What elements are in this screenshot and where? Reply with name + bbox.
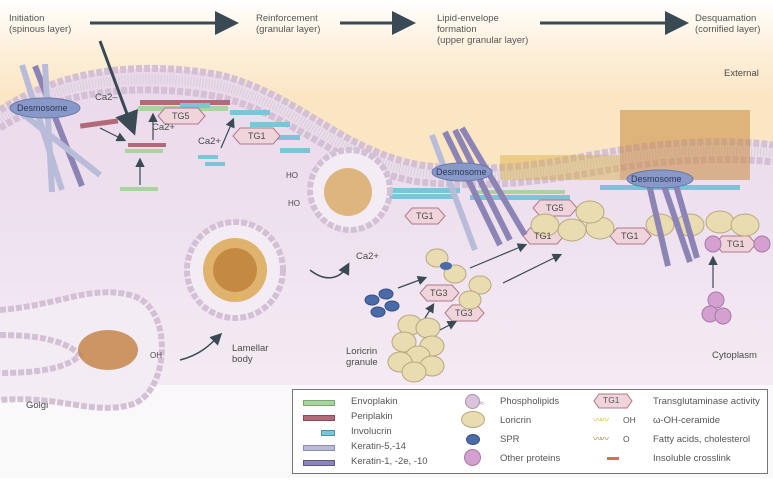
lipid-envelope (620, 110, 750, 180)
desmosome-label-3: Desmosome (631, 174, 682, 184)
plasma-membrane-outer (0, 64, 773, 172)
calcium-label-2: Ca2+ (152, 122, 175, 133)
legend-envoplakin: Envoplakin (351, 396, 398, 407)
tg3-enzyme-1 (419, 284, 460, 302)
cytoplasm-label: Cytoplasm (712, 350, 757, 361)
external-label: External (724, 68, 759, 79)
periplakin-swatch (303, 415, 335, 421)
legend-spr: SPR (500, 434, 520, 445)
initiation-arrow (98, 40, 138, 136)
legend-phospholipids: Phospholipids (500, 396, 560, 407)
fatty-acid-zigzag-icon: 〰〰 (593, 434, 609, 444)
stage-label-desquamation: Desquamation (cornified layer) (695, 13, 761, 35)
ceramide-zigzag-icon: 〰〰 (593, 415, 609, 425)
tg5-enzyme-1 (157, 107, 206, 125)
stage-label-initiation: Initiation (spinous layer) (9, 13, 72, 35)
other-proteins (701, 235, 771, 325)
calcium-label-3: Ca2+ (198, 136, 221, 147)
ho-label-2: HO (288, 199, 300, 208)
other-protein-icon (464, 449, 481, 466)
tg1-label-3: TG1 (534, 231, 552, 241)
crosslink-icon (607, 457, 619, 460)
legend-involucrin: Involucrin (351, 426, 392, 437)
tg1-legend-symbol: TG1 (603, 395, 620, 405)
calcium-label-4: Ca2+ (356, 251, 379, 262)
loricrin-granule (387, 314, 445, 383)
stage-label-reinforcement: Reinforcement (granular layer) (256, 13, 321, 35)
keratin-1-2e-10-swatch (303, 460, 335, 466)
tg1-label-4: TG1 (621, 231, 639, 241)
involucrin-swatch (321, 430, 335, 436)
tg5-enzyme-2 (532, 199, 578, 217)
legend-other-proteins: Other proteins (500, 453, 561, 464)
desmosome-label-2: Desmosome (436, 167, 487, 177)
legend-ceramide: ω-OH-ceramide (653, 415, 721, 426)
ho-label-1: HO (286, 171, 298, 180)
loricrin-granule-label: Loricrin granule (346, 346, 378, 368)
legend-periplakin: Periplakin (351, 411, 393, 422)
lamellar-body-label: Lamellar body (232, 343, 269, 365)
keratin-bundle-right (645, 179, 700, 267)
golgi-label: Golgi (26, 400, 49, 411)
desmosome-2 (431, 162, 493, 182)
oh-legend-symbol: OH (623, 415, 636, 425)
keratin-bundle-left (16, 63, 102, 193)
tg1-enzyme-2 (404, 207, 446, 225)
calcium-label-1: Ca2– (95, 92, 118, 103)
cytoplasm-region (0, 68, 773, 478)
tg1-label-5: TG1 (727, 239, 745, 249)
envoplakin-swatch (303, 400, 335, 406)
tg5-label-2: TG5 (546, 203, 564, 213)
transglutaminase-icon (593, 393, 633, 409)
legend-keratin-5-14: Keratin-5,-14 (351, 441, 406, 452)
stage-label-lipid-envelope: Lipid-envelope formation (upper granular… (437, 13, 529, 46)
spr-icon (466, 434, 480, 445)
oh-label-1: OH (150, 351, 162, 360)
legend-transglutaminase: Transglutaminase activity (653, 396, 760, 407)
loricrin-icon (461, 411, 485, 428)
desmosome-3 (626, 169, 694, 189)
legend-crosslink: Insoluble crosslink (653, 453, 731, 464)
tg3-label-2: TG3 (455, 308, 473, 318)
lipid-tail-icon: ≈ (479, 398, 484, 408)
legend: Envoplakin Periplakin Involucrin Keratin… (292, 389, 768, 474)
o-legend-symbol: O (623, 434, 630, 444)
desmosome-1 (9, 97, 81, 119)
keratin-bundle-middle (429, 126, 528, 252)
phospholipid-icon (465, 394, 480, 409)
tg5-label-1: TG5 (172, 111, 190, 121)
desmosome-label-1: Desmosome (17, 103, 68, 113)
spr-proteins (364, 288, 400, 318)
tg1-label-1: TG1 (248, 131, 266, 141)
tg1-enzyme-1 (232, 127, 281, 145)
legend-fatty-acids: Fatty acids, cholesterol (653, 434, 751, 445)
tg1-label-2: TG1 (416, 211, 434, 221)
tg3-label-1: TG3 (430, 288, 448, 298)
legend-keratin-1-2e-10: Keratin-1, -2e, -10 (351, 456, 428, 467)
legend-loricrin: Loricrin (500, 415, 532, 426)
keratin-5-14-swatch (303, 445, 335, 451)
